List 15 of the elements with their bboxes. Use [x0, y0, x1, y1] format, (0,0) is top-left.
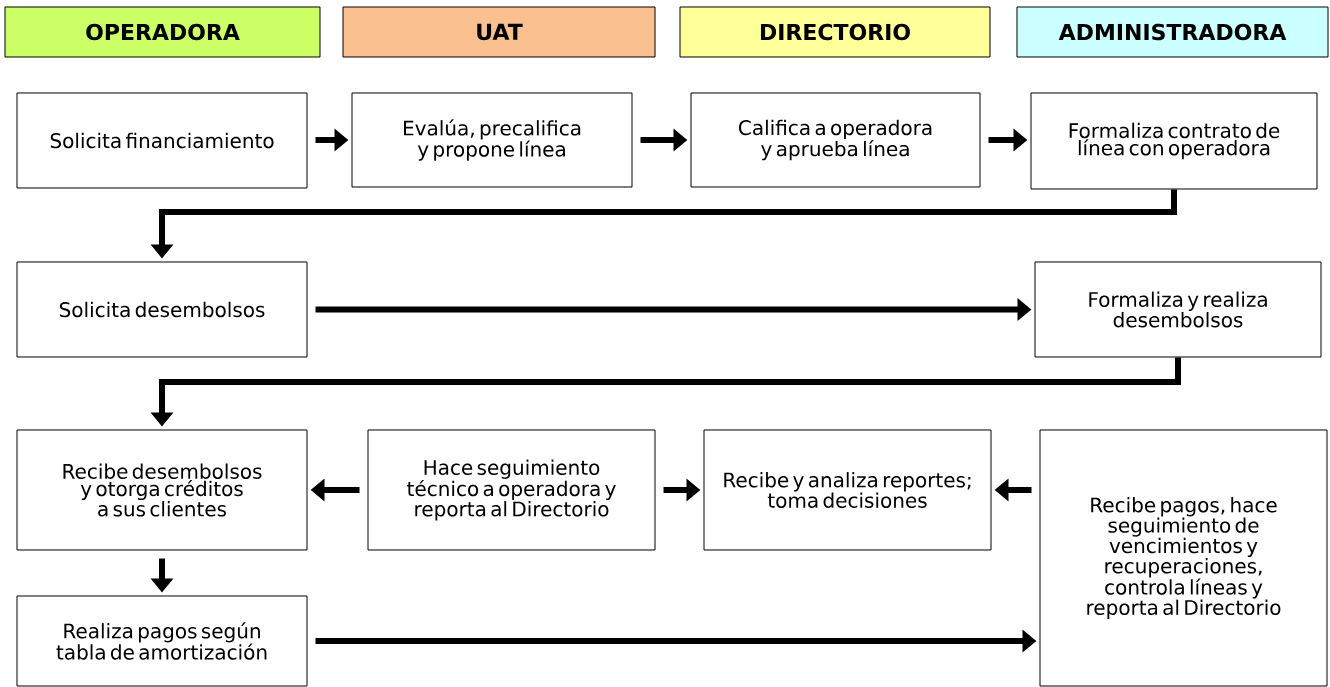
process-box: Formaliza y realiza desembolsos — [1034, 261, 1322, 358]
process-box: Recibe pagos, hace seguimiento de vencimientos y recuperaciones, controla líneas y reporta al Directorio — [1039, 429, 1328, 687]
process-box: Formaliza contrato de línea con operadora — [1030, 92, 1318, 190]
process-box: Solicita desembolsos — [16, 261, 308, 358]
process-box: Recibe y analiza reportes; toma decisiones — [703, 429, 992, 551]
process-box: Solicita financiamiento — [16, 92, 308, 189]
lane-header: DIRECTORIO — [679, 6, 991, 58]
lane-header: UAT — [342, 6, 656, 58]
process-box: Hace seguimiento técnico a operadora y reporta al Directorio — [367, 429, 656, 551]
process-box: Califica a operadora y aprueba línea — [690, 92, 981, 188]
process-box: Realiza pagos según tabla de amortización — [16, 595, 308, 687]
lane-header: ADMINISTRADORA — [1016, 6, 1329, 58]
process-box: Recibe desembolsos y otorga créditos a sus clientes — [16, 429, 308, 551]
lane-header: OPERADORA — [4, 6, 321, 58]
process-box: Evalúa, precalifica y propone línea — [351, 92, 633, 188]
